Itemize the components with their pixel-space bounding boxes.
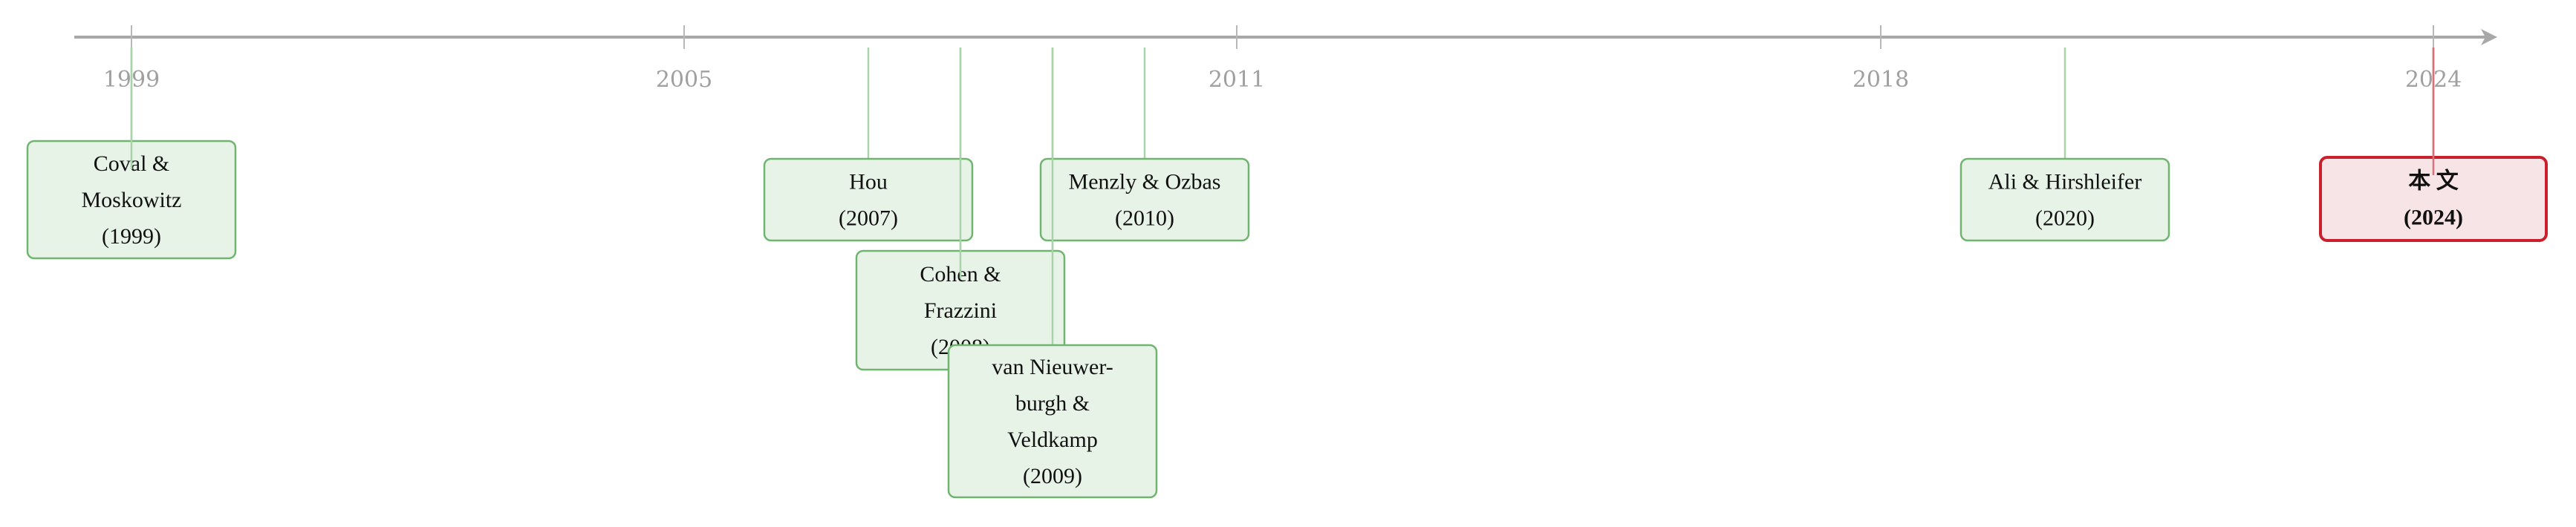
- event-box: [947, 344, 1158, 499]
- event-label-line: (2009): [1023, 464, 1082, 488]
- event-label-line: (2020): [2035, 206, 2095, 231]
- event-box: [763, 157, 974, 242]
- event-ali-hirshleifer: Ali & Hirshleifer (2020): [1959, 157, 2170, 242]
- event-label-line: Menzly & Ozbas: [1069, 170, 1221, 194]
- event-label-line: Ali & Hirshleifer: [1988, 170, 2142, 194]
- axis-tick-label: 2018: [1853, 67, 1909, 93]
- event-label-line: van Nieuwer-: [992, 355, 1113, 379]
- event-label-line: Frazzini: [924, 298, 997, 323]
- axis-tick-label: 2005: [656, 67, 712, 93]
- event-label-line: Moskowitz: [82, 188, 182, 212]
- event-label-line: Veldkamp: [1007, 428, 1098, 452]
- event-hou: Hou (2007): [763, 157, 974, 242]
- event-van-nieuwerburgh-veldkamp: van Nieuwer-burgh & Veldkamp (2009): [947, 344, 1158, 499]
- event-label-line: (2010): [1115, 206, 1174, 231]
- event-this-paper: 本 文(2024): [2319, 156, 2548, 242]
- events: Coval &Moskowitz(1999)Hou(2007)Menzly & …: [26, 48, 2548, 499]
- axis-tick-label: 2011: [1209, 67, 1265, 93]
- event-label-line: burgh &: [1015, 391, 1090, 416]
- event-label-line: Hou: [849, 170, 888, 194]
- event-label-line: (2007): [839, 206, 898, 231]
- axis-arrow-icon: [2481, 29, 2497, 45]
- event-label-line: (1999): [102, 224, 161, 249]
- event-box: [1959, 157, 2170, 242]
- event-box: [1039, 157, 1250, 242]
- event-menzly-ozbas: Menzly & Ozbas (2010): [1039, 157, 1250, 242]
- event-label-line: (2024): [2404, 206, 2463, 230]
